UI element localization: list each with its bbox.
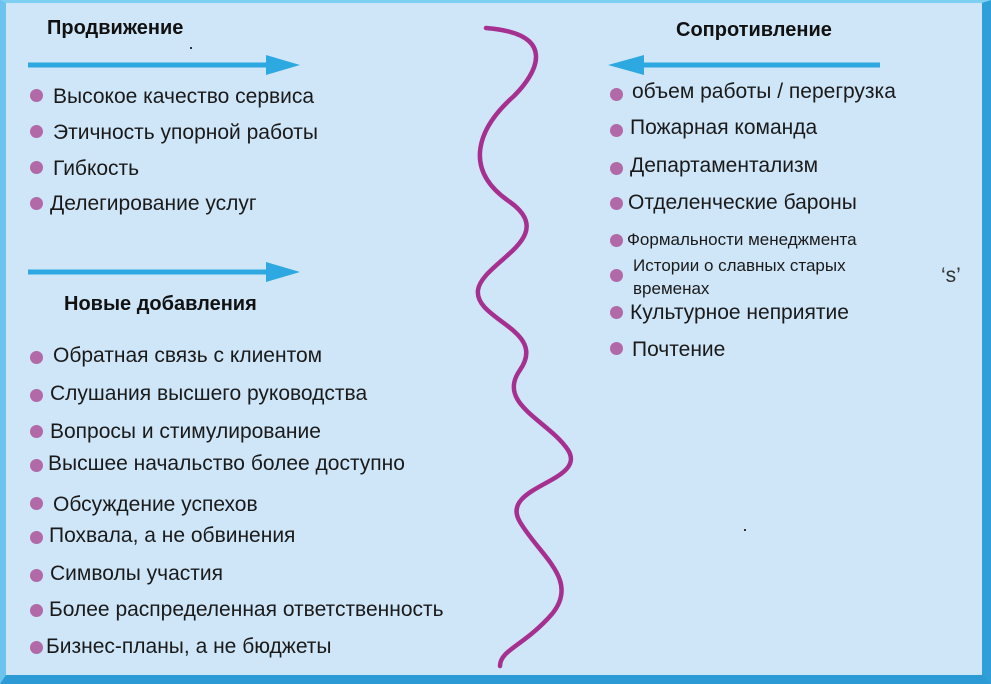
list-item: Делегирование услуг	[50, 192, 257, 215]
bullet-icon	[30, 641, 43, 654]
list-item: Пожарная команда	[630, 116, 818, 139]
stray-dot	[744, 529, 746, 531]
resistance-arrow	[608, 55, 880, 75]
bullet-icon	[30, 197, 43, 210]
list-item: Истории о славных старых временах	[633, 256, 846, 298]
list-item: объем работы / перегрузка	[632, 80, 896, 103]
list-item: Культурное неприятие	[630, 301, 849, 324]
bullet-icon	[30, 604, 43, 617]
list-item: Вопросы и стимулирование	[50, 420, 321, 443]
bullet-icon	[610, 162, 623, 175]
bullet-icon	[610, 88, 623, 101]
list-item: Обратная связь с клиентом	[53, 344, 323, 367]
bullet-icon	[30, 125, 43, 138]
stray-mark: ‘s’	[941, 264, 961, 287]
bullet-icon	[30, 531, 43, 544]
bullet-icon	[30, 389, 43, 402]
list-item: Более распределенная ответственность	[49, 598, 444, 621]
promotion-heading: Продвижение	[47, 17, 184, 39]
bullet-icon	[610, 124, 623, 137]
bullet-icon	[30, 425, 43, 438]
stray-dot	[190, 47, 192, 49]
list-item: Гибкость	[53, 157, 140, 180]
wavy-divider-line	[475, 25, 573, 669]
additions-heading: Новые добавления	[64, 293, 257, 315]
list-item: Почтение	[632, 338, 726, 361]
bullet-icon	[30, 459, 43, 472]
list-item: Отделенческие бароны	[628, 191, 857, 214]
list-item: Бизнес-планы, а не бюджеты	[46, 635, 332, 658]
bullet-icon	[610, 197, 623, 210]
bullet-icon	[610, 234, 623, 247]
list-item: Символы участия	[50, 562, 223, 585]
bullet-icon	[30, 161, 43, 174]
bullet-icon	[30, 497, 43, 510]
list-item: Департаментализм	[630, 154, 819, 177]
resistance-heading: Сопротивление	[676, 19, 832, 41]
promotion-arrow	[28, 55, 300, 75]
list-item: Высшее начальство более доступно	[48, 452, 405, 475]
additions-arrow	[28, 262, 300, 282]
bullet-icon	[30, 351, 43, 364]
bullet-icon	[610, 306, 623, 319]
bullet-icon	[610, 342, 623, 355]
list-item: Высокое качество сервиса	[53, 85, 315, 108]
list-item: Похвала, а не обвинения	[49, 524, 296, 547]
list-item: Формальности менеджмента	[627, 230, 857, 249]
bullet-icon	[30, 89, 43, 102]
list-item: Обсуждение успехов	[53, 493, 258, 516]
list-item: Слушания высшего руководства	[50, 382, 368, 405]
bullet-icon	[610, 269, 623, 282]
list-item: Этичность упорной работы	[53, 121, 318, 144]
bullet-icon	[30, 569, 43, 582]
